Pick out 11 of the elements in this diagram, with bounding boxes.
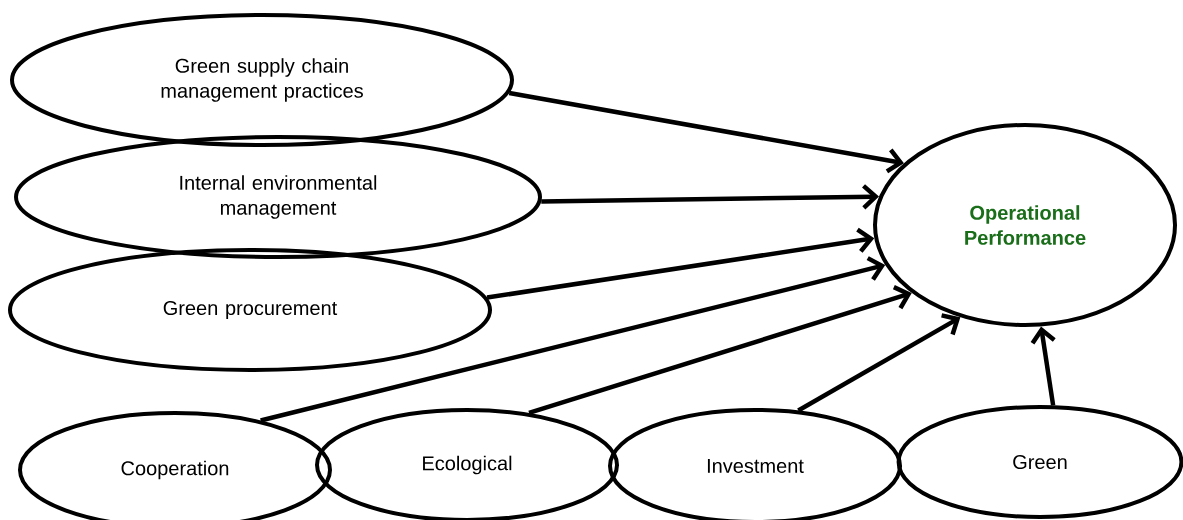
arrow bbox=[260, 256, 886, 423]
arrow bbox=[797, 313, 961, 413]
ellipse-node: Green supply chain management practices bbox=[10, 13, 514, 147]
arrow bbox=[1030, 326, 1056, 406]
ellipse-node: Operational Performance bbox=[873, 123, 1177, 327]
arrow bbox=[541, 184, 879, 210]
arrow bbox=[528, 285, 912, 416]
arrow bbox=[486, 227, 875, 300]
ellipse-node: Green procurement bbox=[8, 248, 492, 372]
ellipse-node: Internal environmental management bbox=[14, 135, 542, 259]
arrow bbox=[508, 90, 904, 174]
